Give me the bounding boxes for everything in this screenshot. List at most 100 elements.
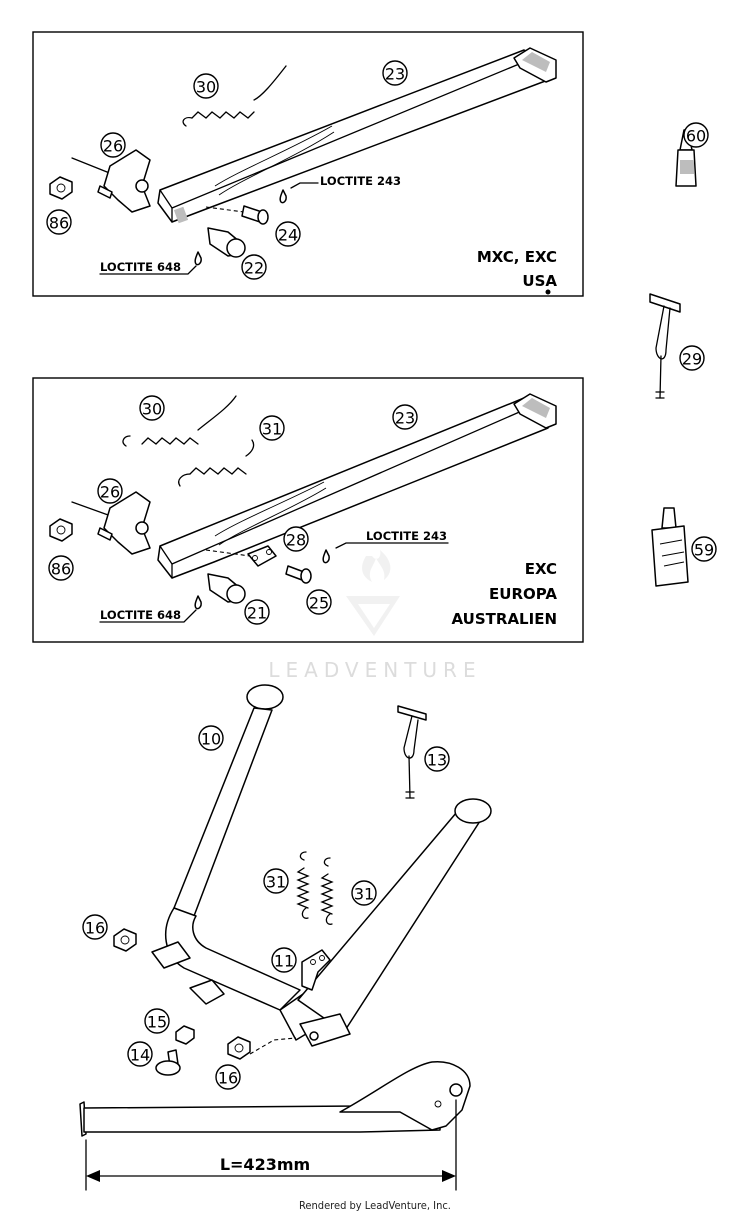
watermark-text: LEADVENTURE xyxy=(268,658,481,682)
spring-30 xyxy=(122,395,237,447)
special-tool-13 xyxy=(397,705,427,799)
variant-line-2: USA xyxy=(522,272,557,290)
footer-credit: Rendered by LeadVenture, Inc. xyxy=(299,1199,451,1212)
leader-loctite-648 xyxy=(99,265,197,275)
bolt-24 xyxy=(205,205,269,225)
variant-dot xyxy=(545,289,551,295)
svg-text:31: 31 xyxy=(262,420,282,439)
svg-text:24: 24 xyxy=(278,226,298,245)
bracket-26 xyxy=(71,491,151,555)
spring-31-right xyxy=(320,857,334,925)
stand-foot-left xyxy=(246,684,284,710)
svg-text:29: 29 xyxy=(682,350,702,369)
bolt-25 xyxy=(285,565,312,584)
nut-16-lower xyxy=(227,1036,251,1060)
center-stand-10 xyxy=(151,684,492,1047)
variant-line-1: MXC, EXC xyxy=(477,248,557,266)
svg-text:31: 31 xyxy=(266,873,286,892)
nut-86 xyxy=(49,176,73,200)
kickstand-leg-23 xyxy=(157,47,557,224)
loctite-drop xyxy=(322,549,330,564)
callout-22: 22 xyxy=(241,254,267,280)
svg-text:26: 26 xyxy=(103,137,123,156)
callout-23: 23 xyxy=(392,404,418,430)
variant-line-2: EUROPA xyxy=(489,585,557,603)
loctite-drop xyxy=(279,189,287,204)
loctite-243-label-1: LOCTITE 243 xyxy=(320,174,401,188)
callout-30: 30 xyxy=(139,395,165,421)
svg-text:31: 31 xyxy=(354,885,374,904)
svg-text:11: 11 xyxy=(274,952,294,971)
svg-text:26: 26 xyxy=(100,483,120,502)
callout-26: 26 xyxy=(97,478,123,504)
leader-loctite-243 xyxy=(290,182,319,189)
callout-26: 26 xyxy=(100,132,126,158)
special-tool-29 xyxy=(649,293,681,399)
spring-31 xyxy=(178,439,255,487)
loctite-drop xyxy=(194,251,202,266)
nut-15 xyxy=(175,1025,195,1045)
callout-31-left: 31 xyxy=(263,868,289,894)
callout-29: 29 xyxy=(679,345,705,371)
callout-24: 24 xyxy=(275,221,301,247)
variant-line-1: EXC xyxy=(525,560,557,578)
bolt-14 xyxy=(155,1049,181,1076)
svg-text:14: 14 xyxy=(130,1046,150,1065)
leader-loctite-648 xyxy=(99,609,197,623)
svg-text:59: 59 xyxy=(694,541,714,560)
svg-text:16: 16 xyxy=(85,919,105,938)
callout-11: 11 xyxy=(271,947,297,973)
callout-86: 86 xyxy=(48,555,74,581)
callout-25: 25 xyxy=(306,589,332,615)
callout-28: 28 xyxy=(283,526,309,552)
callout-21: 21 xyxy=(244,599,270,625)
leader-loctite-243 xyxy=(335,542,449,549)
callout-60: 60 xyxy=(683,122,709,148)
callout-30: 30 xyxy=(193,73,219,99)
plate-28 xyxy=(205,545,277,567)
svg-text:30: 30 xyxy=(196,78,216,97)
svg-text:13: 13 xyxy=(427,751,447,770)
svg-text:10: 10 xyxy=(201,730,221,749)
callout-31-right: 31 xyxy=(351,880,377,906)
spring-30 xyxy=(182,65,287,127)
loctite-drop xyxy=(194,595,202,610)
svg-text:86: 86 xyxy=(51,560,71,579)
callout-13: 13 xyxy=(424,746,450,772)
loctite-648-label-1: LOCTITE 648 xyxy=(100,260,181,274)
svg-text:15: 15 xyxy=(147,1013,167,1032)
pin-21 xyxy=(207,573,246,604)
svg-text:25: 25 xyxy=(309,594,329,613)
variant-line-3: AUSTRALIEN xyxy=(452,610,557,628)
loctite-243-label-2: LOCTITE 243 xyxy=(366,529,447,543)
svg-text:21: 21 xyxy=(247,604,267,623)
grease-tube-59 xyxy=(651,507,689,587)
nut-86 xyxy=(49,518,73,542)
callout-15: 15 xyxy=(144,1008,170,1034)
dimension-label: L=423mm xyxy=(220,1155,310,1174)
spring-31-left xyxy=(296,851,310,919)
callout-59: 59 xyxy=(691,536,717,562)
svg-text:23: 23 xyxy=(385,65,405,84)
panel-mxc-exc-usa xyxy=(32,31,584,297)
svg-text:16: 16 xyxy=(218,1069,238,1088)
svg-text:60: 60 xyxy=(686,127,706,146)
panel-exc-europa-australien xyxy=(32,377,584,643)
callout-16-lower: 16 xyxy=(215,1064,241,1090)
stand-foot-right xyxy=(454,798,492,824)
side-stand-dimension xyxy=(79,1061,471,1191)
svg-text:86: 86 xyxy=(49,214,69,233)
svg-text:30: 30 xyxy=(142,400,162,419)
plate-11 xyxy=(301,949,331,991)
callout-86: 86 xyxy=(46,209,72,235)
callout-14: 14 xyxy=(127,1041,153,1067)
callout-16-upper: 16 xyxy=(82,914,108,940)
callout-31: 31 xyxy=(259,415,285,441)
svg-text:23: 23 xyxy=(395,409,415,428)
kickstand-leg-23 xyxy=(157,393,557,579)
callout-23: 23 xyxy=(382,60,408,86)
pin-22 xyxy=(207,227,246,258)
svg-text:22: 22 xyxy=(244,259,264,278)
svg-text:28: 28 xyxy=(286,531,306,550)
